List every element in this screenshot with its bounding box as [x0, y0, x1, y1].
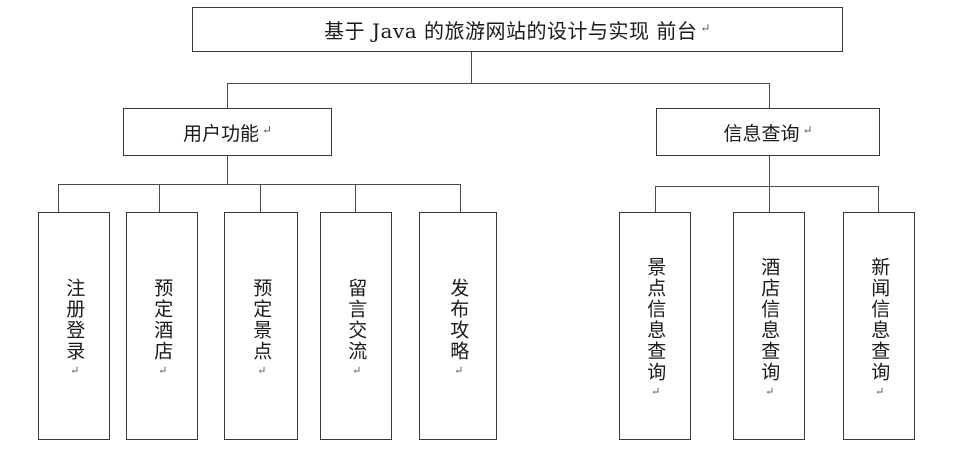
- return-mark-icon: ↵: [700, 20, 711, 35]
- connector-root-stem: [471, 52, 473, 84]
- node-leaf-label: 预定景点↵: [250, 277, 273, 379]
- connector-level1-bus: [227, 83, 770, 85]
- connector-drop-leaf-6: [655, 186, 657, 212]
- connector-to-info-query: [769, 83, 771, 108]
- connector-drop-leaf-3: [260, 184, 262, 212]
- node-leaf-register-login[interactable]: 注册登录↵: [38, 212, 110, 440]
- node-leaf-label: 预定酒店↵: [151, 277, 174, 379]
- node-leaf-message-exchange[interactable]: 留言交流↵: [320, 212, 392, 440]
- connector-drop-leaf-8: [878, 186, 880, 212]
- connector-to-user-functions: [227, 83, 229, 108]
- node-leaf-label: 景点信息查询↵: [644, 256, 667, 400]
- connector-drop-leaf-2: [159, 184, 161, 212]
- node-user-functions-label: 用户功能: [182, 122, 259, 145]
- node-info-query[interactable]: 信息查询↵: [656, 108, 880, 156]
- return-mark-icon: ↵: [649, 384, 663, 400]
- node-leaf-attraction-info-query[interactable]: 景点信息查询↵: [619, 212, 691, 440]
- connector-info-query-bus: [655, 186, 879, 188]
- connector-drop-leaf-1: [58, 184, 60, 212]
- return-mark-icon: ↵: [156, 363, 170, 379]
- connector-drop-leaf-4: [355, 184, 357, 212]
- connector-drop-leaf-7: [769, 186, 771, 212]
- node-leaf-label: 注册登录↵: [63, 277, 86, 379]
- return-mark-icon: ↵: [873, 384, 887, 400]
- return-mark-icon: ↵: [68, 363, 82, 379]
- node-root[interactable]: 基于 Java 的旅游网站的设计与实现 前台↵: [192, 7, 843, 52]
- connector-user-functions-bus: [58, 184, 461, 186]
- connector-user-functions-stem: [227, 156, 229, 184]
- node-info-query-label: 信息查询: [723, 122, 800, 145]
- node-leaf-label: 酒店信息查询↵: [758, 256, 781, 400]
- node-leaf-book-hotel[interactable]: 预定酒店↵: [126, 212, 198, 440]
- node-leaf-news-info-query[interactable]: 新闻信息查询↵: [843, 212, 915, 440]
- node-user-functions[interactable]: 用户功能↵: [123, 108, 332, 156]
- return-mark-icon: ↵: [763, 384, 777, 400]
- connector-drop-leaf-5: [460, 184, 462, 212]
- node-root-label: 基于 Java 的旅游网站的设计与实现 前台: [324, 19, 698, 43]
- return-mark-icon: ↵: [802, 123, 813, 137]
- return-mark-icon: ↵: [452, 363, 466, 379]
- node-leaf-book-attraction[interactable]: 预定景点↵: [224, 212, 298, 440]
- return-mark-icon: ↵: [350, 363, 364, 379]
- connector-info-query-stem: [769, 156, 771, 186]
- return-mark-icon: ↵: [255, 363, 269, 379]
- node-leaf-publish-guide[interactable]: 发布攻略↵: [419, 212, 497, 440]
- node-leaf-label: 新闻信息查询↵: [868, 256, 891, 400]
- node-leaf-label: 发布攻略↵: [447, 277, 470, 379]
- node-leaf-hotel-info-query[interactable]: 酒店信息查询↵: [733, 212, 805, 440]
- return-mark-icon: ↵: [261, 123, 273, 137]
- node-leaf-label: 留言交流↵: [345, 277, 368, 379]
